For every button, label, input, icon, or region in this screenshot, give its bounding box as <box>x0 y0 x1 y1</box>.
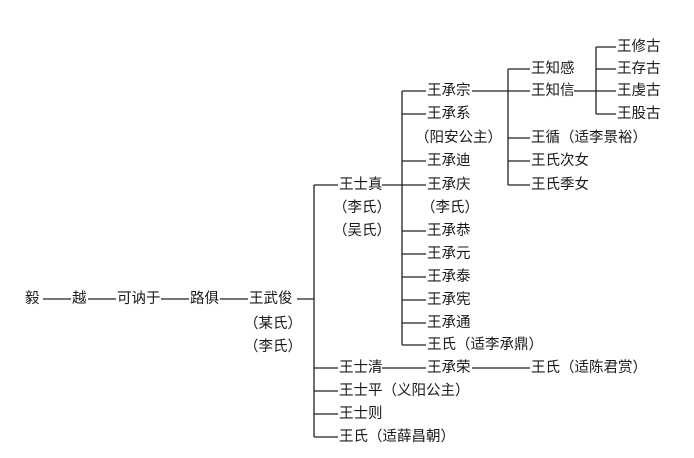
person-wang-wujun: 王武俊 <box>249 291 293 307</box>
person-wang-chengtai: 王承泰 <box>427 269 471 285</box>
person-wang-gugu: 王股古 <box>617 106 661 122</box>
person-wang-cungu: 王存古 <box>617 61 661 77</box>
person-wang-second-daughter: 王氏次女 <box>531 153 589 169</box>
person-wang-zhigan: 王知感 <box>531 61 575 77</box>
person-wang-xun: 王循（适李景裕） <box>531 130 647 146</box>
person-wang-shize: 王士则 <box>339 406 383 422</box>
person-wang-daughter: 王氏（适薛昌朝） <box>339 429 455 445</box>
person-wang-chengzong: 王承宗 <box>427 83 471 99</box>
spouse-label: （某氏） <box>244 316 302 332</box>
person-wang-youngest-daughter: 王氏季女 <box>531 177 589 193</box>
person-wang-chenggong: 王承恭 <box>427 223 471 239</box>
person-wang-daughter: 王氏（适陈君赏） <box>531 360 647 376</box>
person-wang-xiugu: 王修古 <box>617 39 661 55</box>
person-kenayu: 可讷于 <box>117 291 161 307</box>
person-wang-chengxi: 王承系 <box>427 106 471 122</box>
spouse-label: （李氏） <box>333 200 391 216</box>
person-wang-daughter: 王氏（适李承鼎） <box>427 337 543 353</box>
person-wang-shiqing: 王士清 <box>339 360 383 376</box>
spouse-label: （吴氏） <box>333 223 391 239</box>
person-wang-qiangu: 王虔古 <box>617 83 661 99</box>
person-wang-chengtong: 王承通 <box>427 315 471 331</box>
person-yue: 越 <box>72 291 87 307</box>
person-wang-chengdi: 王承迪 <box>427 153 471 169</box>
spouse-label: （阳安公主） <box>415 130 502 146</box>
person-wang-shiping: 王士平（义阳公主） <box>339 383 470 399</box>
person-wang-shizhen: 王士真 <box>339 177 383 193</box>
spouse-label: （李氏） <box>421 200 479 216</box>
person-wang-chengxian: 王承宪 <box>427 292 471 308</box>
person-wang-chengrong: 王承荣 <box>427 360 471 376</box>
person-yi: 毅 <box>25 291 40 307</box>
person-wang-chengqing: 王承庆 <box>427 177 471 193</box>
spouse-label: （李氏） <box>244 339 302 355</box>
person-wang-chengyuan: 王承元 <box>427 246 471 262</box>
person-luju: 路俱 <box>190 291 219 307</box>
person-wang-zhixin: 王知信 <box>531 83 575 99</box>
